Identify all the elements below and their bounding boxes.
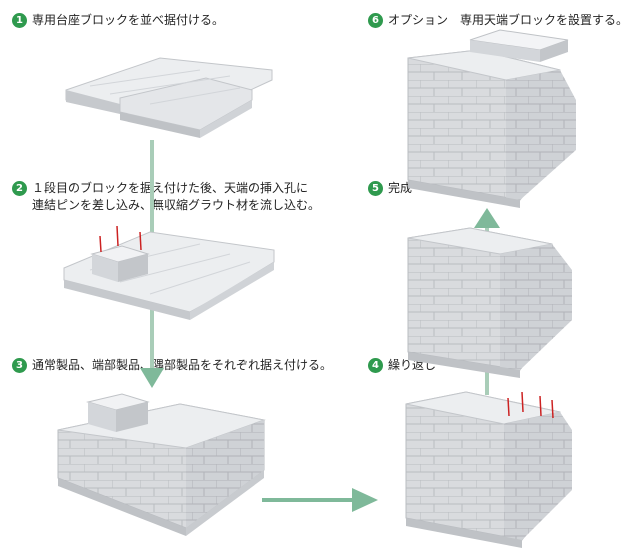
step-4-number: 4 <box>368 358 383 373</box>
step-3-first-course-illustration <box>57 393 266 536</box>
step-6-label: 6 オプション 専用天端ブロックを設置する。 <box>368 12 628 29</box>
step-3-number: 3 <box>12 358 27 373</box>
step-3-text: 通常製品、端部製品、隅部製品をそれぞれ据え付ける。 <box>32 358 333 372</box>
step-1-base-blocks-illustration <box>65 57 273 138</box>
step-2-number: 2 <box>12 181 27 196</box>
step-5-label: 5 完成 <box>368 180 412 197</box>
step-4-repeat-illustration <box>405 391 572 548</box>
step-1-number: 1 <box>12 13 27 28</box>
connecting-pins <box>507 391 554 419</box>
flow-arrow-2-to-3 <box>140 300 164 388</box>
step-1-text: 専用台座ブロックを並べ据付ける。 <box>32 13 225 27</box>
flow-arrow-3-to-4 <box>262 488 378 512</box>
step-5-number: 5 <box>368 181 383 196</box>
step-3-label: 3 通常製品、端部製品、隅部製品をそれぞれ据え付ける。 <box>12 357 332 374</box>
top-cap-block <box>469 29 569 62</box>
step-2-first-block-illustration <box>63 225 275 320</box>
step-2-label: 2 １段目のブロックを据え付けた後、天端の挿入孔に 連結ピンを差し込み、無収縮グ… <box>12 180 320 214</box>
connecting-pins <box>99 225 142 253</box>
step-2-text-line1: １段目のブロックを据え付けた後、天端の挿入孔に <box>32 181 309 195</box>
step-6-number: 6 <box>368 13 383 28</box>
step-5-complete-wall-illustration <box>407 227 572 378</box>
step-2-text-line2: 連結ピンを差し込み、無収縮グラウト材を流し込む。 <box>32 198 321 212</box>
step-6-top-block-illustration <box>407 29 576 208</box>
step-5-text: 完成 <box>388 181 413 195</box>
step-6-text: オプション 専用天端ブロックを設置する。 <box>388 13 629 27</box>
step-1-label: 1 専用台座ブロックを並べ据付ける。 <box>12 12 224 29</box>
